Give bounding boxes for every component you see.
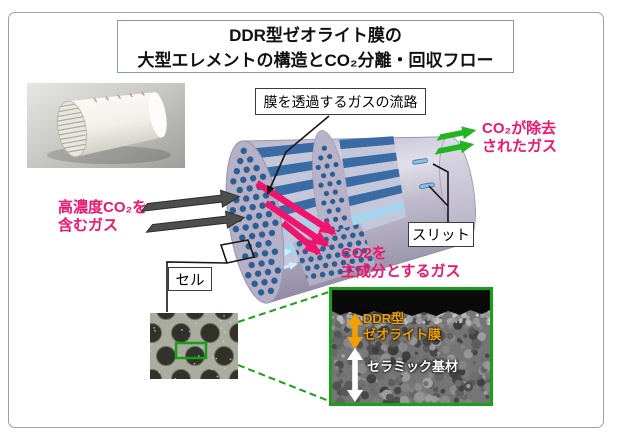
- membrane-channels-rear: [339, 136, 407, 235]
- zoom-dashed-lines: [237, 291, 330, 402]
- cell-label: セル: [168, 267, 212, 291]
- slit-pointer-line: [428, 185, 449, 207]
- membrane-thickness-arrow-icon: [347, 313, 363, 349]
- green-arrow-icon: [436, 126, 477, 141]
- monolith-element: [225, 130, 476, 304]
- sem-inset-image: DDR型 ゼオライト膜 セラミック基材: [329, 287, 493, 406]
- element-photo: [27, 83, 185, 168]
- title-line-2: 大型エレメントの構造とCO₂分離・回収フロー: [137, 51, 494, 70]
- title-line-1: DDR型ゼオライト膜の: [229, 26, 402, 45]
- figure-frame: [8, 12, 604, 428]
- slit-label: スリット: [408, 222, 474, 247]
- substrate-thickness-arrow-icon: [347, 348, 363, 402]
- feed-gas-arrows: [140, 189, 246, 233]
- substrate-label: セラミック基材: [367, 359, 459, 374]
- clean-gas-text: CO₂が除去 されたガス: [482, 120, 558, 155]
- permeate-path-pointer-line: [267, 115, 330, 195]
- gray-arrow-icon: [140, 189, 241, 212]
- green-arrow-icon: [434, 140, 475, 155]
- cell-highlight-box: [174, 341, 208, 360]
- permeate-gas-text: CO2を 主成分とするガス: [341, 245, 461, 280]
- figure-title: DDR型ゼオライト膜の 大型エレメントの構造とCO₂分離・回収フロー: [117, 20, 514, 73]
- feed-gas-text: 高濃度CO₂を 含むガス: [58, 199, 148, 234]
- cell-pointer-line: [166, 261, 228, 312]
- cell-bracket: [219, 239, 256, 264]
- permeate-path-label: 膜を透過するガスの流路: [255, 88, 426, 115]
- clean-gas-arrows: [434, 126, 477, 155]
- element-photo-cylinder: [47, 91, 171, 164]
- membrane-label: DDR型 ゼオライト膜: [363, 311, 442, 342]
- gray-arrow-icon: [145, 210, 246, 233]
- element-front-face: [225, 140, 285, 304]
- cell-closeup-image: [150, 313, 238, 379]
- pink-arrow-icon: [280, 220, 322, 256]
- sem-top-void: [332, 290, 490, 316]
- pink-arrow-icon: [264, 200, 330, 248]
